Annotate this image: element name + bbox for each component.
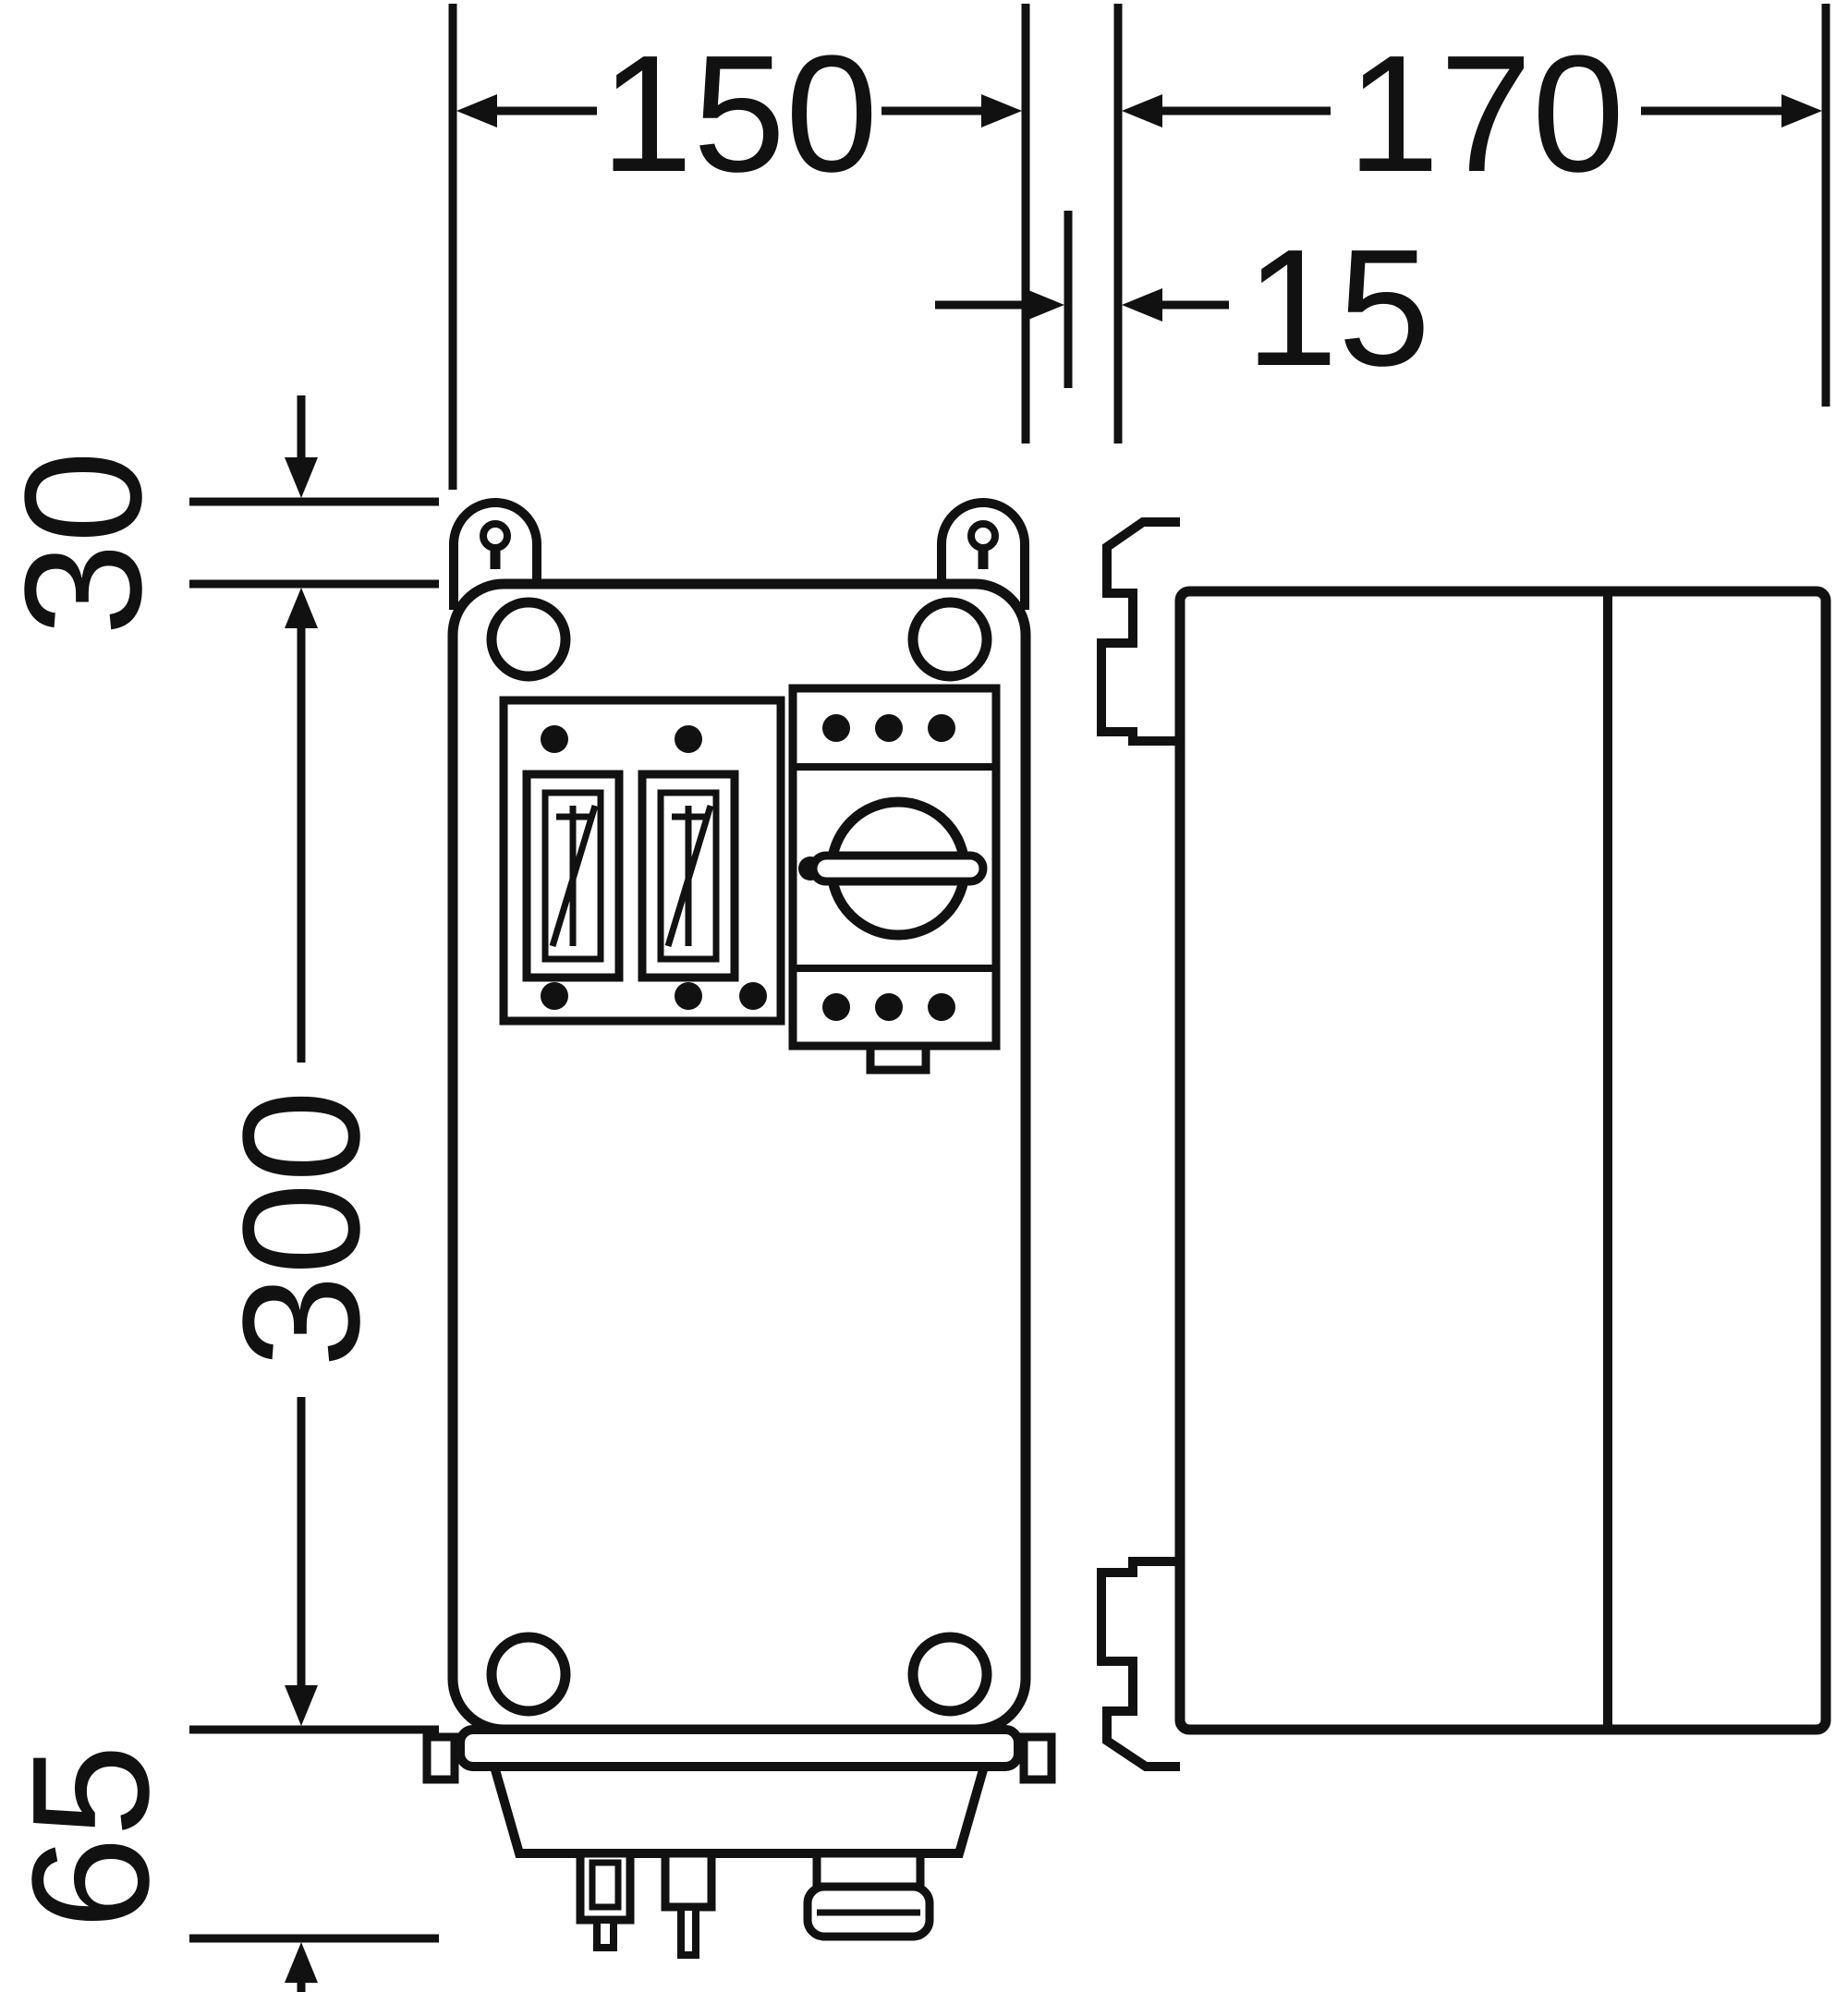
gland-neck [812,1849,925,1891]
connector-stem [593,1916,617,1951]
arrowhead-down [285,457,318,498]
dim-label-150: 150 [601,21,878,207]
terminal-dot [928,714,955,742]
corner-boss [907,597,992,682]
terminal-dot [875,714,903,742]
arrowhead-right [981,94,1022,128]
arrowhead-down [285,1685,318,1726]
mounting-keyhole-left [480,520,511,569]
arrowhead-left [1122,288,1162,322]
fuse-holder-block [499,696,785,1026]
screw-dot [739,982,767,1010]
cable-connector-1 [576,1849,635,1951]
dim-label-300: 300 [209,1090,395,1367]
rotary-switch-handle [808,851,988,886]
side-ear-left [422,1732,459,1784]
dimension-side-depth: 170 [1122,4,1830,407]
side-view [1097,517,1831,1771]
connector-pin [677,1903,699,1959]
side-ear-right [1019,1732,1056,1784]
terminal-dot [875,993,903,1021]
dim-label-65: 65 [0,1744,184,1929]
terminal-dot [928,993,955,1021]
screw-dot [541,725,568,753]
dimension-rear-offset: 15 [935,4,1430,443]
arrowhead-right [1024,288,1064,322]
corner-boss [486,597,571,682]
arrowhead-left [456,94,497,128]
connector-inner [589,1859,622,1911]
dim-label-30: 30 [0,451,176,636]
arrowhead-up [285,1942,318,1983]
terminal-dot [822,993,850,1021]
arrowhead-right [1781,94,1822,128]
dim-label-170: 170 [1347,21,1624,207]
dimension-front-width: 150 [448,4,1030,490]
keyhole-circle [480,520,511,552]
enclosure-side-body [1174,586,1831,1735]
screw-dot [675,725,702,753]
gland-plate [488,1762,991,1858]
rotary-breaker-block [788,684,1001,1075]
breaker-bottom-notch [866,1041,930,1075]
dimension-top-offset: 30 [0,395,439,636]
wall-bracket-top [1097,517,1180,746]
cable-connector-2 [661,1849,716,1959]
wall-bracket-bottom [1097,1557,1180,1771]
connector-body [661,1849,716,1912]
dim-label-15: 15 [1246,215,1430,401]
screw-dot [675,982,702,1010]
fuse-module-1 [522,770,624,982]
front-view [422,498,1056,1959]
bottom-lip [456,1725,1023,1771]
arrowhead-left [1122,94,1162,128]
corner-boss [486,1632,571,1717]
screw-dot [541,982,568,1010]
dimension-bottom-height: 65 [0,1744,439,1992]
arrowhead-up [285,588,318,628]
mounting-keyhole-right [967,520,999,569]
dimension-body-height: 300 [189,588,439,1734]
fuse-module-2 [638,770,739,982]
corner-boss [907,1632,992,1717]
terminal-dot [822,714,850,742]
cable-gland [803,1849,934,1941]
keyhole-circle [967,520,999,552]
